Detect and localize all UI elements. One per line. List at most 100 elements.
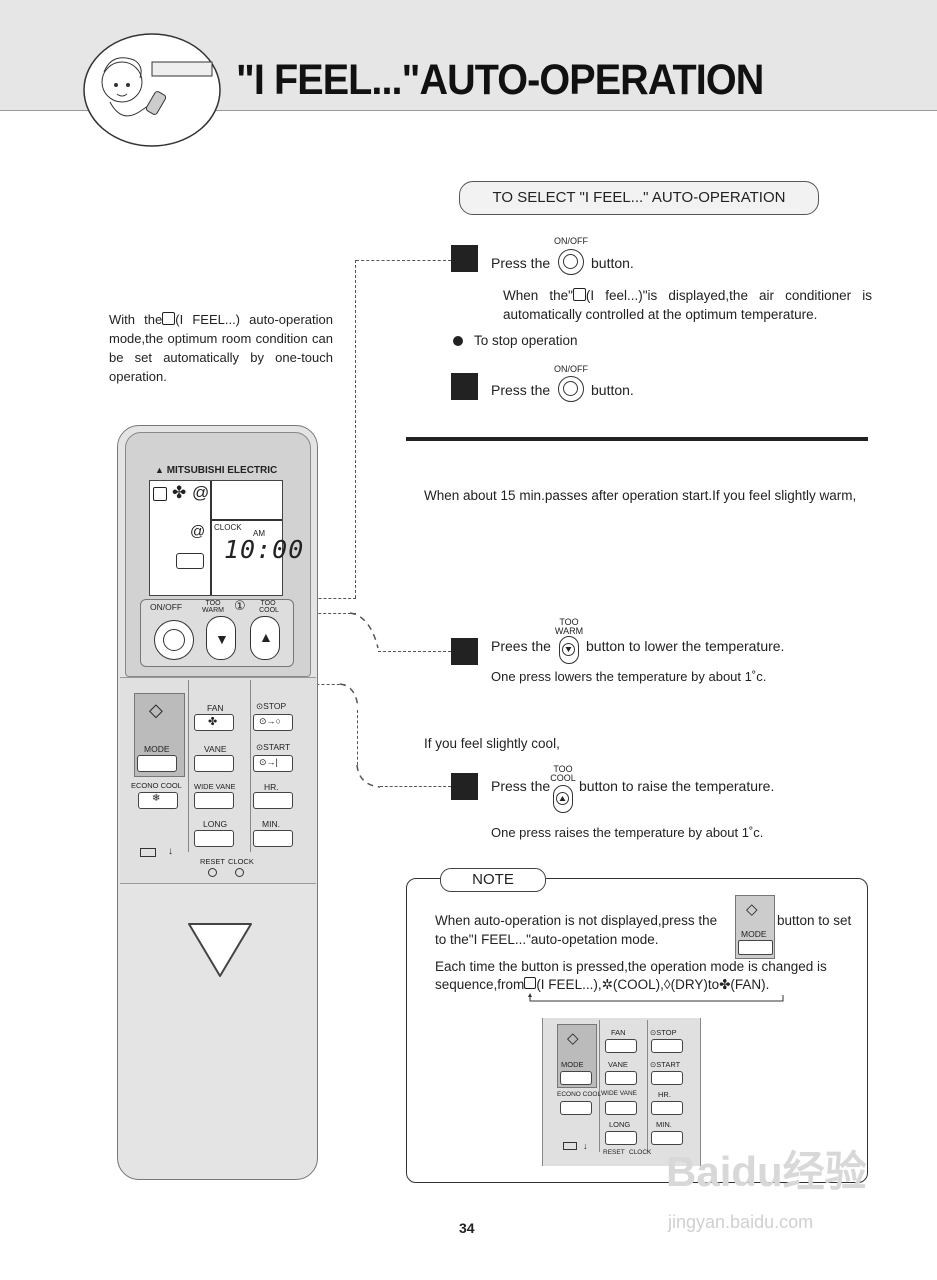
lcd-am-label: AM [253, 529, 265, 538]
i-feel-icon [524, 977, 537, 989]
warm-press-text: Prees the [491, 638, 551, 654]
long-button[interactable] [194, 830, 234, 847]
note-box [406, 878, 868, 1183]
wide-vane-button[interactable] [605, 1101, 637, 1115]
watermark-url: jingyan.baidu.com [668, 1212, 814, 1232]
vane-button[interactable] [194, 755, 234, 772]
wide-vane-label: WIDE VANE [601, 1090, 637, 1097]
warm-label: WARM [202, 607, 224, 614]
econo-cool-button[interactable] [560, 1101, 592, 1115]
i-feel-icon [153, 487, 167, 501]
reset-label: RESET [200, 857, 226, 866]
clock-button[interactable] [235, 868, 244, 877]
min-button[interactable] [651, 1131, 683, 1145]
start-label: ⊙START [256, 742, 291, 752]
vane-label: VANE [608, 1060, 628, 1069]
too-warm-button-icon [559, 636, 579, 664]
reset-label: RESET [603, 1149, 625, 1156]
hr-button[interactable] [253, 792, 293, 809]
hr-label: HR. [264, 782, 279, 792]
mode-icon: ◇ [567, 1030, 579, 1047]
min-button[interactable] [253, 830, 293, 847]
warm-intro: When about 15 min.passes after operation… [424, 488, 857, 503]
note-p1-after-line1: button to set [777, 913, 852, 928]
econo-cool-button[interactable]: ❄ [138, 792, 178, 809]
stop-after-text: button. [591, 382, 634, 398]
connector-line [378, 651, 451, 652]
mode-label: MODE [144, 744, 170, 754]
wide-vane-button[interactable] [194, 792, 234, 809]
stop-press-text: Press the [491, 382, 551, 398]
warm-after-text: button to lower the temperature. [586, 638, 785, 654]
cool-label: COOL [259, 607, 279, 614]
swirl-icon: @ [190, 523, 206, 540]
stop-timer-button[interactable] [651, 1039, 683, 1053]
step-marker [451, 373, 478, 400]
too-label: TOO [260, 600, 276, 607]
stop-label: ⊙STOP [256, 701, 287, 711]
stop-label: To stop operation [474, 333, 578, 348]
cool-intro: If you feel slightly cool, [424, 736, 560, 751]
temperature-icon: ① [234, 598, 246, 613]
onoff-button[interactable] [154, 620, 194, 660]
warm-note: One press lowers the temperature by abou… [491, 669, 767, 684]
connector-line [340, 683, 359, 709]
too-label: TOO [205, 600, 221, 607]
dry-icon: ◊ [663, 977, 671, 992]
note-p1-after: to the"I FEEL..."auto-opetation mode. [435, 932, 659, 947]
vane-button[interactable] [605, 1071, 637, 1085]
long-label: LONG [203, 819, 228, 829]
min-label: MIN. [262, 819, 280, 829]
intro-paragraph: With the(I FEEL...) auto-operation mode,… [109, 312, 333, 384]
connector-line [356, 260, 451, 261]
econo-cool-label: ECONO COOL [557, 1091, 602, 1098]
hr-button[interactable] [651, 1101, 683, 1115]
step1-after-text: button. [591, 255, 634, 271]
start-timer-button[interactable]: ⊙→| [253, 755, 293, 772]
mode-icon: ◇ [149, 700, 163, 720]
stop-timer-button[interactable]: ⊙→○ [253, 714, 293, 731]
long-label: LONG [609, 1120, 631, 1129]
start-timer-button[interactable] [651, 1071, 683, 1085]
connector-line [355, 260, 356, 598]
step1-press-text: Press the [491, 255, 551, 271]
battery-icon [563, 1142, 577, 1150]
fan-icon: ✤ [719, 977, 731, 992]
vane-icon [176, 553, 204, 569]
i-feel-icon [162, 312, 176, 325]
too-warm-button[interactable]: ▼ [206, 616, 236, 660]
cool-label: COOL [550, 773, 576, 783]
connector-line [357, 710, 358, 770]
step-marker [451, 638, 478, 665]
section-divider [406, 437, 868, 441]
battery-icon [140, 848, 156, 857]
cool-icon: ✲ [601, 977, 613, 992]
fan-button[interactable]: ✤ [194, 714, 234, 731]
too-cool-button-icon [553, 785, 573, 813]
reset-button[interactable] [208, 868, 217, 877]
fan-icon: ✤ [172, 483, 187, 502]
mini-remote-button-area: ◇ MODE FAN ⊙STOP VANE ⊙START ECONO COOL … [542, 1018, 701, 1166]
too-cool-button[interactable]: ▲ [250, 616, 280, 660]
connector-line [356, 765, 381, 788]
mode-button[interactable] [137, 755, 177, 772]
long-button[interactable] [605, 1131, 637, 1145]
step-marker [451, 245, 478, 272]
page-number: 34 [459, 1220, 475, 1236]
note-p2: Each time the button is pressed,the oper… [435, 959, 827, 974]
fan-label: FAN [611, 1028, 626, 1037]
brand-logo: ▲ MITSUBISHI ELECTRIC [155, 465, 278, 476]
divider-line [188, 680, 189, 852]
note-label: NOTE [440, 868, 546, 892]
fan-button[interactable] [605, 1039, 637, 1053]
mode-label: MODE [561, 1060, 584, 1069]
mode-button-illustration: ◇ MODE [735, 895, 775, 959]
lcd-clock-label: CLOCK [214, 523, 242, 532]
mode-button[interactable] [560, 1071, 592, 1085]
cycle-arrow [528, 993, 784, 1002]
onoff-label: ON/OFF [554, 236, 588, 246]
i-feel-icon [572, 288, 586, 301]
clock-label: CLOCK [228, 857, 254, 866]
warm-label: WARM [554, 626, 584, 636]
step-marker [451, 773, 478, 800]
